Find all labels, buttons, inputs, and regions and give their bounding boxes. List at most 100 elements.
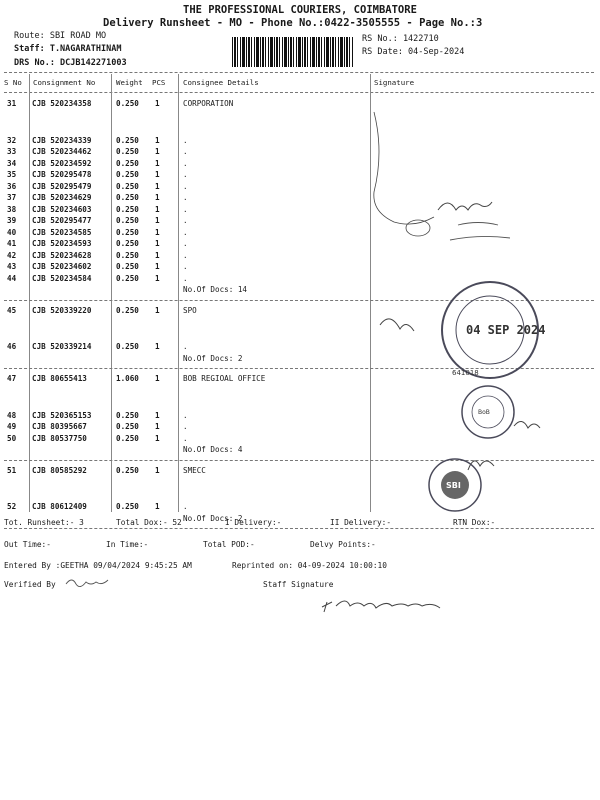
weight: 0.250 <box>116 262 139 271</box>
pcs: 1 <box>155 410 160 420</box>
docs-count-row: No.Of Docs: 4 <box>0 445 600 457</box>
company-title: THE PROFESSIONAL COURIERS, COIMBATORE <box>183 4 417 16</box>
staff-signature <box>321 600 441 613</box>
sno: 38 <box>7 204 17 214</box>
pcs: 1 <box>155 502 160 511</box>
consignee-details: . <box>183 262 188 271</box>
pcs: 1 <box>155 239 160 248</box>
out-time: Out Time:- <box>4 540 51 549</box>
col-consignment: Consignment No <box>33 78 96 87</box>
consignment-no: CJB 520339214 <box>32 342 92 351</box>
weight: 0.250 <box>116 410 139 420</box>
weight: 0.250 <box>116 250 139 260</box>
sno: 41 <box>7 239 17 248</box>
weight: 0.250 <box>116 216 139 225</box>
pcs: 1 <box>155 374 160 383</box>
consignment-no: CJB 80537750 <box>32 433 87 443</box>
weight: 0.250 <box>116 273 139 283</box>
sno: 47 <box>7 374 17 383</box>
sno: 42 <box>7 250 17 260</box>
pcs: 1 <box>155 465 160 475</box>
consignment-no: CJB 520234358 <box>32 99 92 108</box>
consignment-no: CJB 520339220 <box>32 305 92 315</box>
consignment-no: CJB 520234339 <box>32 135 92 145</box>
pcs: 1 <box>155 204 160 214</box>
sno: 51 <box>7 465 17 475</box>
consignee-details: . <box>183 433 188 443</box>
drs-number: DRS No.: DCJB142271003 <box>14 58 127 68</box>
col-sno: S No <box>4 78 22 87</box>
divider <box>4 368 594 369</box>
weight: 0.250 <box>116 305 139 315</box>
column-line <box>178 74 179 512</box>
table-row: 43 CJB 520234602 0.250 1. <box>0 262 600 274</box>
consignee-details: . <box>183 158 188 168</box>
sno: 32 <box>7 135 17 145</box>
consignee-details: . <box>183 422 188 431</box>
i-delivery: I Delivery:- <box>225 518 282 527</box>
weight: 0.250 <box>116 239 139 248</box>
consignee-details: . <box>183 204 188 214</box>
pcs: 1 <box>155 99 160 108</box>
pcs: 1 <box>155 170 160 179</box>
pcs: 1 <box>155 193 160 202</box>
divider <box>4 299 594 301</box>
sno: 37 <box>7 193 17 202</box>
consignment-no: CJB 520234585 <box>32 227 92 237</box>
column-line <box>29 74 30 512</box>
consignee-details: . <box>183 193 188 202</box>
consignment-no: CJB 520234592 <box>32 158 92 168</box>
consignee-details: CORPORATION <box>183 99 234 108</box>
consignment-no: CJB 80612409 <box>32 502 87 511</box>
col-signature: Signature <box>374 78 415 87</box>
consignment-no: CJB 520234602 <box>32 262 92 271</box>
pcs: 1 <box>155 342 160 351</box>
runsheet-subtitle: Delivery Runsheet - MO - Phone No.:0422-… <box>103 17 483 29</box>
weight: 0.250 <box>116 147 139 156</box>
sno: 43 <box>7 262 17 271</box>
consignment-no: CJB 520234593 <box>32 239 92 248</box>
pcs: 1 <box>155 305 160 315</box>
docs-count: No.Of Docs: 2 <box>183 513 243 523</box>
divider <box>4 72 594 73</box>
consignee-details: . <box>183 342 188 351</box>
consignee-details: SMECC <box>183 465 206 475</box>
divider <box>4 528 594 529</box>
weight: 0.250 <box>116 158 139 168</box>
consignee-details: . <box>183 410 188 420</box>
pcs: 1 <box>155 135 160 145</box>
consignee-details: . <box>183 227 188 237</box>
pcs: 1 <box>155 422 160 431</box>
pcs: 1 <box>155 227 160 237</box>
col-weight: Weight <box>116 78 143 87</box>
column-line <box>111 74 112 512</box>
weight: 0.250 <box>116 170 139 179</box>
weight: 0.250 <box>116 181 139 191</box>
consignment-no: CJB 80655413 <box>32 374 87 383</box>
delvy-points: Delvy Points:- <box>310 540 376 549</box>
in-time: In Time:- <box>106 540 149 549</box>
consignee-details: . <box>183 250 188 260</box>
docs-count-row: No.Of Docs: 2 <box>0 514 600 526</box>
weight: 0.250 <box>116 227 139 237</box>
consignment-no: CJB 520234629 <box>32 193 92 202</box>
sno: 31 <box>7 99 17 108</box>
consignee-details: . <box>183 147 188 156</box>
pcs: 1 <box>155 262 160 271</box>
pcs: 1 <box>155 158 160 168</box>
